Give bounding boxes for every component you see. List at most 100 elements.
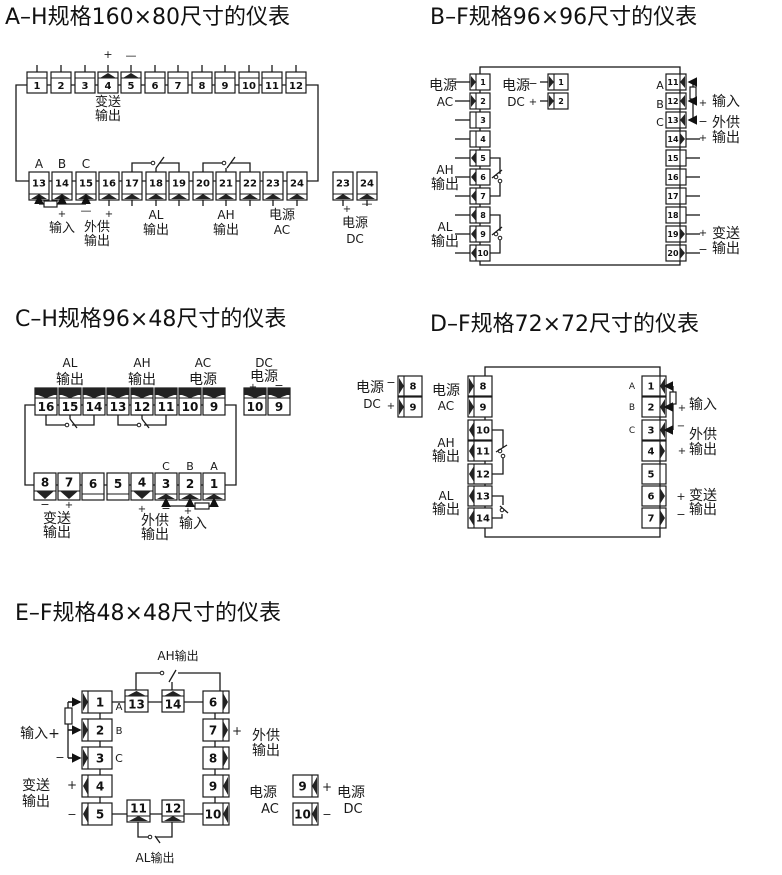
label-d-6: AH	[437, 436, 454, 450]
terminal-box	[81, 690, 113, 714]
terminal-number: 10	[477, 249, 489, 258]
terminal-c-0: 16	[34, 387, 58, 416]
terminal-arrow-icon	[100, 73, 116, 78]
terminal-number: 8	[199, 81, 206, 92]
terminal-b-11: 12	[665, 92, 687, 110]
terminal-number: 13	[667, 116, 678, 125]
terminal-arrow-icon	[223, 749, 228, 767]
label-c-8: +	[249, 382, 257, 393]
label-d-21: −	[676, 508, 685, 521]
terminal-arrow-icon	[680, 228, 685, 240]
terminal-arrow-icon	[83, 721, 88, 739]
terminal-a-22: 23	[262, 171, 284, 201]
title-b: B–F规格96×96尺寸的仪表	[430, 5, 697, 30]
terminal-b-7: 8	[469, 206, 491, 224]
terminal-number: 2	[558, 97, 564, 106]
label-e-18: 电源	[337, 785, 365, 801]
terminal-number: 11	[476, 447, 490, 458]
terminal-bar	[59, 388, 81, 395]
terminal-number: 17	[667, 192, 678, 201]
terminal-number: 1	[34, 81, 41, 92]
terminal-bar	[131, 388, 153, 395]
terminal-number: 6	[480, 173, 486, 182]
label-c-13: −	[40, 498, 49, 511]
terminal-arrow-icon	[223, 777, 228, 795]
terminal-number: 6	[209, 695, 217, 709]
terminal-number: 2	[58, 81, 65, 92]
terminal-e-0: 1	[81, 690, 113, 714]
wire	[135, 672, 160, 690]
terminal-a-25: 24	[356, 171, 378, 201]
label-b-7: 输出	[431, 177, 459, 193]
contact-dot	[221, 160, 227, 166]
label-e-10: +	[232, 724, 242, 738]
terminal-number: 19	[667, 230, 679, 239]
label-d-0: 电源	[356, 380, 384, 396]
terminal-number: 21	[219, 179, 233, 190]
terminal-number: 9	[275, 400, 283, 414]
terminal-arrow-icon	[469, 399, 474, 415]
label-a-4: —	[126, 49, 137, 62]
terminal-a-4: 5	[120, 71, 142, 94]
label-c-12: A	[210, 460, 218, 473]
wire	[231, 162, 251, 172]
terminal-arrow-icon	[312, 777, 317, 795]
terminal-number: 15	[79, 179, 93, 190]
terminal-e-8: 7	[202, 718, 230, 742]
terminal-number: 11	[667, 78, 679, 87]
relay-switch-icon	[491, 169, 503, 179]
terminal-e-3: 4	[81, 774, 113, 798]
terminal-arrow-icon	[62, 395, 78, 398]
label-a-5: 变送	[95, 94, 121, 110]
terminal-b-9: 10	[469, 244, 491, 262]
terminal-arrow-icon	[680, 76, 685, 88]
label-b-15: −	[698, 115, 707, 128]
label-d-20: 变送	[689, 488, 717, 504]
terminal-e-7: 6	[202, 690, 230, 714]
label-e-16: +	[322, 780, 332, 794]
terminal-number: 24	[290, 179, 304, 190]
relay-switch-icon	[154, 835, 161, 844]
terminal-number: 9	[209, 779, 217, 793]
terminal-box	[98, 171, 120, 201]
terminal-number: 5	[114, 477, 122, 491]
terminal-a-7: 8	[191, 71, 213, 94]
terminal-number: 13	[110, 400, 127, 414]
terminal-c-9: 9	[267, 387, 291, 416]
terminal-b-13: 14	[665, 130, 687, 148]
terminal-a-24: 23	[332, 171, 354, 201]
contact-dot	[64, 422, 70, 428]
label-c-10: C	[162, 460, 170, 473]
terminal-a-14: 15	[75, 171, 97, 201]
terminal-c-3: 13	[106, 387, 130, 416]
label-a-2: C	[82, 157, 90, 171]
relay-switch-icon	[495, 444, 508, 453]
label-b-10: A	[656, 79, 664, 92]
label-c-2: AH	[133, 356, 150, 370]
terminal-arrow-icon	[83, 749, 88, 767]
terminal-number: 10	[205, 807, 222, 821]
terminal-arrow-icon	[242, 194, 258, 199]
terminal-number: 1	[210, 477, 218, 491]
terminal-arrow-icon	[60, 491, 78, 499]
terminal-number: 23	[266, 179, 280, 190]
terminal-number: 8	[480, 211, 486, 220]
label-a-15: AH	[217, 208, 234, 222]
terminal-bar	[83, 388, 105, 395]
terminal-d-15: 7	[641, 507, 667, 529]
terminal-box	[214, 71, 236, 94]
label-c-6: DC	[255, 356, 273, 370]
label-a-12: 输出	[84, 233, 110, 249]
terminal-e-9: 8	[202, 746, 230, 770]
terminal-box	[81, 802, 113, 826]
label-d-8: AL	[439, 489, 454, 503]
label-c-22: 输入	[179, 516, 207, 532]
terminal-number: 2	[96, 723, 104, 737]
wire	[112, 701, 216, 815]
terminal-number: 3	[96, 751, 104, 765]
terminal-arrow-icon	[134, 395, 150, 398]
terminal-bar	[203, 388, 225, 395]
terminal-box	[238, 71, 260, 94]
terminal-d-3: 11	[467, 440, 493, 462]
terminal-box	[262, 171, 284, 201]
